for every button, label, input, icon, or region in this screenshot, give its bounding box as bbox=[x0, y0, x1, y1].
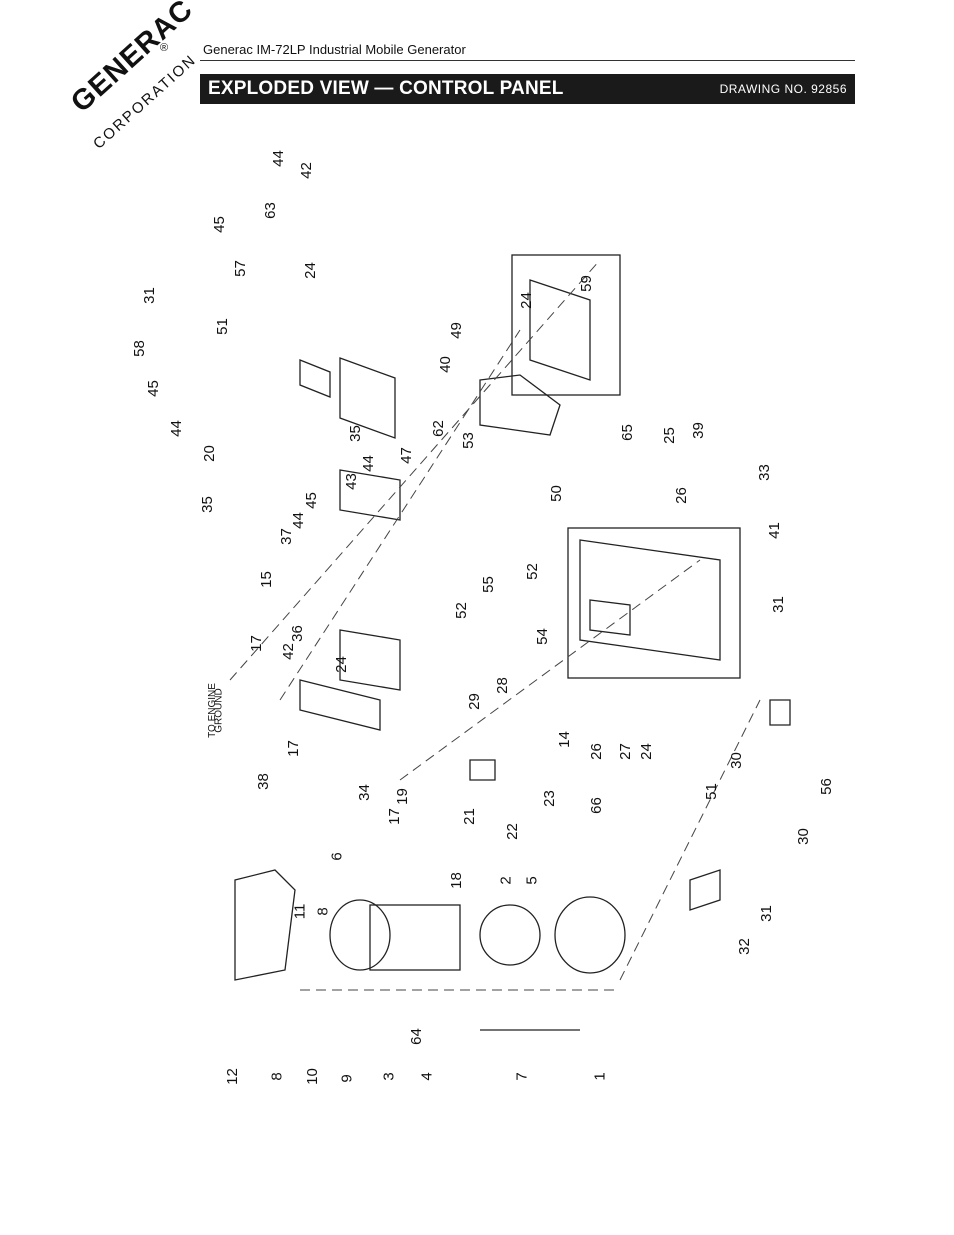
rotor-2 bbox=[479, 904, 541, 966]
exploded-view-drawing bbox=[229, 254, 791, 1031]
bracket-plate bbox=[299, 359, 331, 398]
leader-lower bbox=[399, 559, 701, 781]
generac-logo: GENERAC CORPORATION ® bbox=[60, 0, 200, 170]
document-title: Generac IM-72LP Industrial Mobile Genera… bbox=[203, 42, 466, 57]
control-box-inset bbox=[511, 254, 621, 396]
leader-right bbox=[619, 699, 761, 981]
part-24-box bbox=[529, 279, 591, 381]
part-34 bbox=[299, 679, 381, 731]
part-29 bbox=[469, 759, 496, 781]
fan-6 bbox=[329, 899, 391, 971]
part-24-lower bbox=[339, 629, 401, 691]
leader-mid bbox=[279, 329, 521, 701]
registered-mark: ® bbox=[160, 42, 169, 54]
header-rule bbox=[200, 60, 855, 61]
stator-3 bbox=[369, 904, 461, 971]
banner-title: EXPLODED VIEW — CONTROL PANEL bbox=[208, 78, 564, 99]
section-banner: EXPLODED VIEW — CONTROL PANEL DRAWING NO… bbox=[200, 74, 855, 104]
part-32 bbox=[689, 869, 721, 911]
panel-cutout bbox=[589, 599, 631, 636]
part-49 bbox=[479, 374, 561, 436]
panel-bracket bbox=[339, 357, 396, 439]
leader-upper bbox=[229, 259, 601, 681]
drawing-number: DRAWING NO. 92856 bbox=[719, 82, 847, 96]
part-56 bbox=[769, 699, 791, 726]
callout: 58 bbox=[130, 340, 148, 357]
control-panel-face bbox=[579, 539, 721, 661]
part-43 bbox=[339, 469, 401, 521]
blower-housing bbox=[234, 869, 296, 981]
end-bell-1 bbox=[554, 896, 626, 974]
panel-inset bbox=[567, 527, 741, 679]
